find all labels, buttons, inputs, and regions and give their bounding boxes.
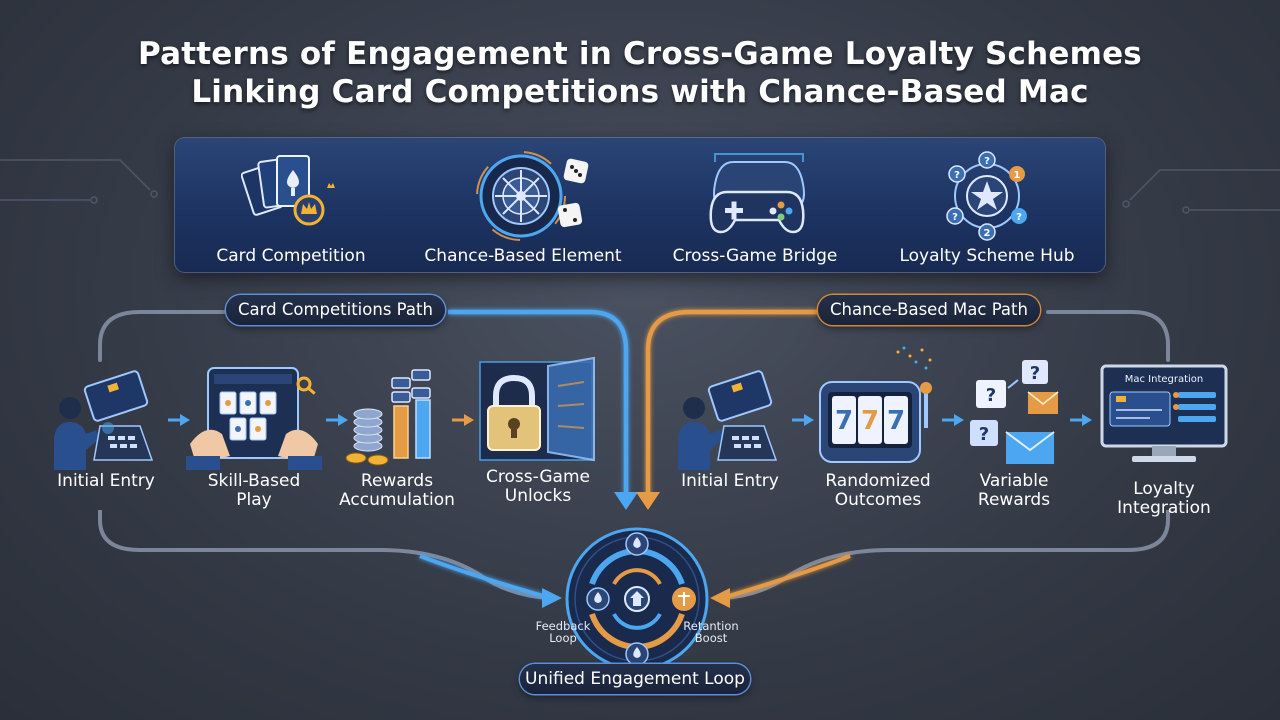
feedback-loop-tag: Feedback Loop <box>528 620 598 644</box>
chance-return-path <box>721 510 1170 600</box>
category-label: Cross-Game Bridge <box>672 246 838 266</box>
card-step-skill-based-play: Skill-Based Play <box>186 360 322 510</box>
reel-symbol-3: 7 <box>887 406 905 436</box>
reel-symbol-2: 7 <box>861 406 879 436</box>
svg-text:?: ? <box>984 156 990 167</box>
coin-bars-icon <box>345 369 431 466</box>
category-loyalty-scheme-hub: ? 1 ? ? ? 2 Loyalty Scheme Hub <box>871 138 1103 272</box>
retention-boost-tag: Retantion Boost <box>676 620 746 644</box>
chance-path-label: Chance-Based Mac Path <box>818 295 1040 325</box>
padlock-portal-icon <box>479 356 595 462</box>
svg-text:?: ? <box>954 170 960 181</box>
card-step-arrows <box>168 414 348 426</box>
category-banner: Card Competition Chance-Based Element Cr… <box>175 138 1105 272</box>
chance-step-initial-entry: Initial Entry <box>672 360 788 500</box>
card-play-icon <box>186 367 322 470</box>
step-label: Variable Rewards <box>977 471 1051 510</box>
retention-boost-text: Retantion Boost <box>683 619 739 645</box>
category-chance-based-element: Chance-Based Element <box>407 138 639 272</box>
card-step-rewards-accumulation: Rewards Accumulation <box>339 360 455 510</box>
card-return-arrowhead <box>542 588 562 608</box>
chance-step-randomized-outcomes: 7 7 7 Randomized Outcomes <box>814 346 942 510</box>
svg-text:1: 1 <box>1014 170 1021 181</box>
chance-return-arrowhead <box>710 588 730 608</box>
svg-text:2: 2 <box>984 228 991 239</box>
reel-symbol-1: 7 <box>835 406 853 436</box>
svg-text:?: ? <box>1016 212 1022 223</box>
chance-step-variable-rewards: ? ? ? Variable Rewards <box>966 356 1062 510</box>
svg-text:?: ? <box>1030 363 1040 384</box>
unified-engagement-hub <box>565 527 709 671</box>
payment-terminal-icon <box>678 370 778 470</box>
monitor-caption: Mac Integration <box>1125 374 1204 385</box>
chance-return-glow <box>721 554 851 600</box>
card-path-label: Card Competitions Path <box>226 295 445 325</box>
card-step-initial-entry: Initial Entry <box>48 360 164 500</box>
step-label: Loyalty Integration <box>1117 479 1211 518</box>
slot-machine-icon: 7 7 7 <box>819 346 932 463</box>
card-path-upper-arc <box>98 310 230 362</box>
category-label: Card Competition <box>216 246 366 266</box>
step-label: Initial Entry <box>681 471 779 491</box>
card-step-cross-game-unlocks: Cross-Game Unlocks <box>474 356 602 506</box>
unified-engagement-loop-label: Unified Engagement Loop <box>520 664 750 694</box>
svg-text:?: ? <box>986 385 996 406</box>
category-card-competition: Card Competition <box>175 138 407 272</box>
category-cross-game-bridge: Cross-Game Bridge <box>639 138 871 272</box>
step-label: Randomized Outcomes <box>825 471 931 510</box>
step-label: Rewards Accumulation <box>339 471 455 510</box>
monitor-dashboard-icon: Mac Integration <box>1100 364 1228 462</box>
card-return-path <box>98 510 551 600</box>
feedback-loop-text: Feedback Loop <box>535 619 591 645</box>
chance-step-arrows <box>792 414 1092 426</box>
category-label: Chance-Based Element <box>424 246 622 266</box>
mystery-envelope-icon: ? ? ? <box>970 360 1059 464</box>
step-label: Cross-Game Unlocks <box>486 467 590 506</box>
step-label: Initial Entry <box>57 471 155 491</box>
card-return-glow <box>419 554 551 600</box>
category-label: Loyalty Scheme Hub <box>899 246 1075 266</box>
title-line-1: Patterns of Engagement in Cross-Game Loy… <box>138 36 1142 72</box>
roulette-dice-icon <box>476 151 589 241</box>
star-hub-icon: ? 1 ? ? ? 2 <box>946 151 1027 241</box>
playing-cards-icon <box>241 155 335 226</box>
card-path-to-hub <box>448 309 629 495</box>
payment-terminal-icon <box>54 370 154 470</box>
gamepad-icon <box>709 153 805 234</box>
step-label: Skill-Based Play <box>207 471 301 510</box>
circuit-decoration <box>0 159 1280 214</box>
unlock-step-arrow <box>452 414 474 426</box>
chance-path-to-hub <box>645 309 818 495</box>
chance-path-arrowhead <box>636 492 660 510</box>
chance-step-loyalty-integration: Mac Integration Loyalty Integration <box>1094 362 1234 518</box>
chance-path-upper-arc <box>1046 310 1170 362</box>
svg-text:?: ? <box>979 424 989 445</box>
card-path-arrowhead <box>614 492 638 510</box>
title-line-2: Linking Card Competitions with Chance-Ba… <box>191 74 1089 110</box>
svg-text:?: ? <box>952 212 958 223</box>
